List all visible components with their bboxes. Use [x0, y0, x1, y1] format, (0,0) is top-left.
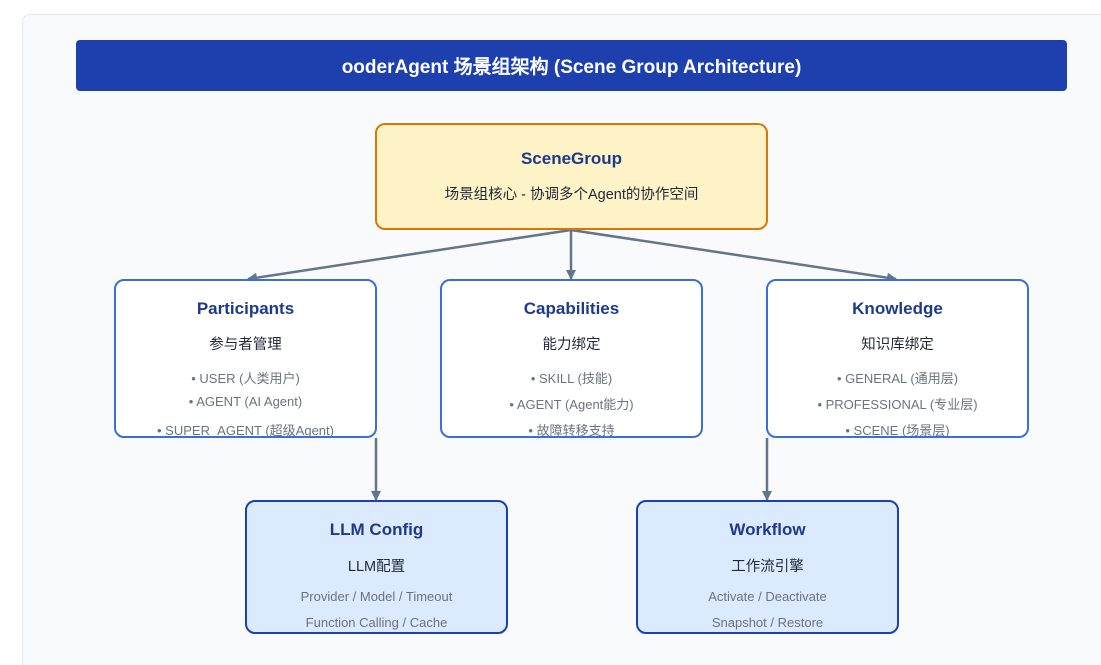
capabilities-title: Capabilities: [523, 299, 620, 318]
workflow-node: Workflow 工作流引擎 Activate / Deactivate Sna…: [636, 500, 899, 634]
scenegroup-node: SceneGroup 场景组核心 - 协调多个Agent的协作空间: [375, 123, 768, 230]
knowledge-node: Knowledge 知识库绑定 • GENERAL (通用层) • PROFES…: [766, 279, 1029, 438]
scenegroup-subtitle: 场景组核心 - 协调多个Agent的协作空间: [444, 187, 699, 203]
capabilities-item: • AGENT (Agent能力): [509, 397, 634, 412]
knowledge-title: Knowledge: [852, 299, 943, 318]
participants-subtitle: 参与者管理: [209, 337, 282, 353]
llm-config-item: Provider / Model / Timeout: [300, 589, 453, 604]
arrow-root-to-knowledge: [570, 228, 897, 283]
knowledge-subtitle: 知识库绑定: [861, 337, 934, 353]
llm-config-node: LLM Config LLM配置 Provider / Model / Time…: [245, 500, 508, 634]
capabilities-subtitle: 能力绑定: [542, 337, 601, 353]
llm-config-title: LLM Config: [329, 520, 424, 539]
workflow-item: Snapshot / Restore: [711, 615, 824, 630]
knowledge-item: • GENERAL (通用层): [836, 371, 959, 386]
participants-item: • SUPER_AGENT (超级Agent): [157, 423, 334, 438]
workflow-subtitle: 工作流引擎: [731, 559, 804, 575]
participants-node: Participants 参与者管理 • USER (人类用户) • AGENT…: [114, 279, 377, 438]
llm-config-subtitle: LLM配置: [347, 559, 406, 575]
diagram-title: ooderAgent 场景组架构 (Scene Group Architectu…: [341, 57, 802, 78]
participants-item: • AGENT (AI Agent): [188, 394, 303, 409]
participants-item: • USER (人类用户): [191, 371, 300, 386]
llm-config-item: Function Calling / Cache: [305, 615, 448, 630]
knowledge-item: • SCENE (场景层): [845, 423, 950, 438]
capabilities-item: • SKILL (技能): [530, 371, 613, 386]
workflow-item: Activate / Deactivate: [708, 589, 827, 604]
scenegroup-title: SceneGroup: [520, 149, 623, 168]
diagram-title-bar: ooderAgent 场景组架构 (Scene Group Architectu…: [76, 40, 1067, 91]
workflow-title: Workflow: [729, 520, 806, 539]
participants-title: Participants: [196, 299, 295, 318]
capabilities-item: • 故障转移支持: [528, 423, 615, 438]
arrow-root-to-participants: [247, 228, 572, 283]
knowledge-item: • PROFESSIONAL (专业层): [817, 397, 978, 412]
capabilities-node: Capabilities 能力绑定 • SKILL (技能) • AGENT (…: [440, 279, 703, 438]
